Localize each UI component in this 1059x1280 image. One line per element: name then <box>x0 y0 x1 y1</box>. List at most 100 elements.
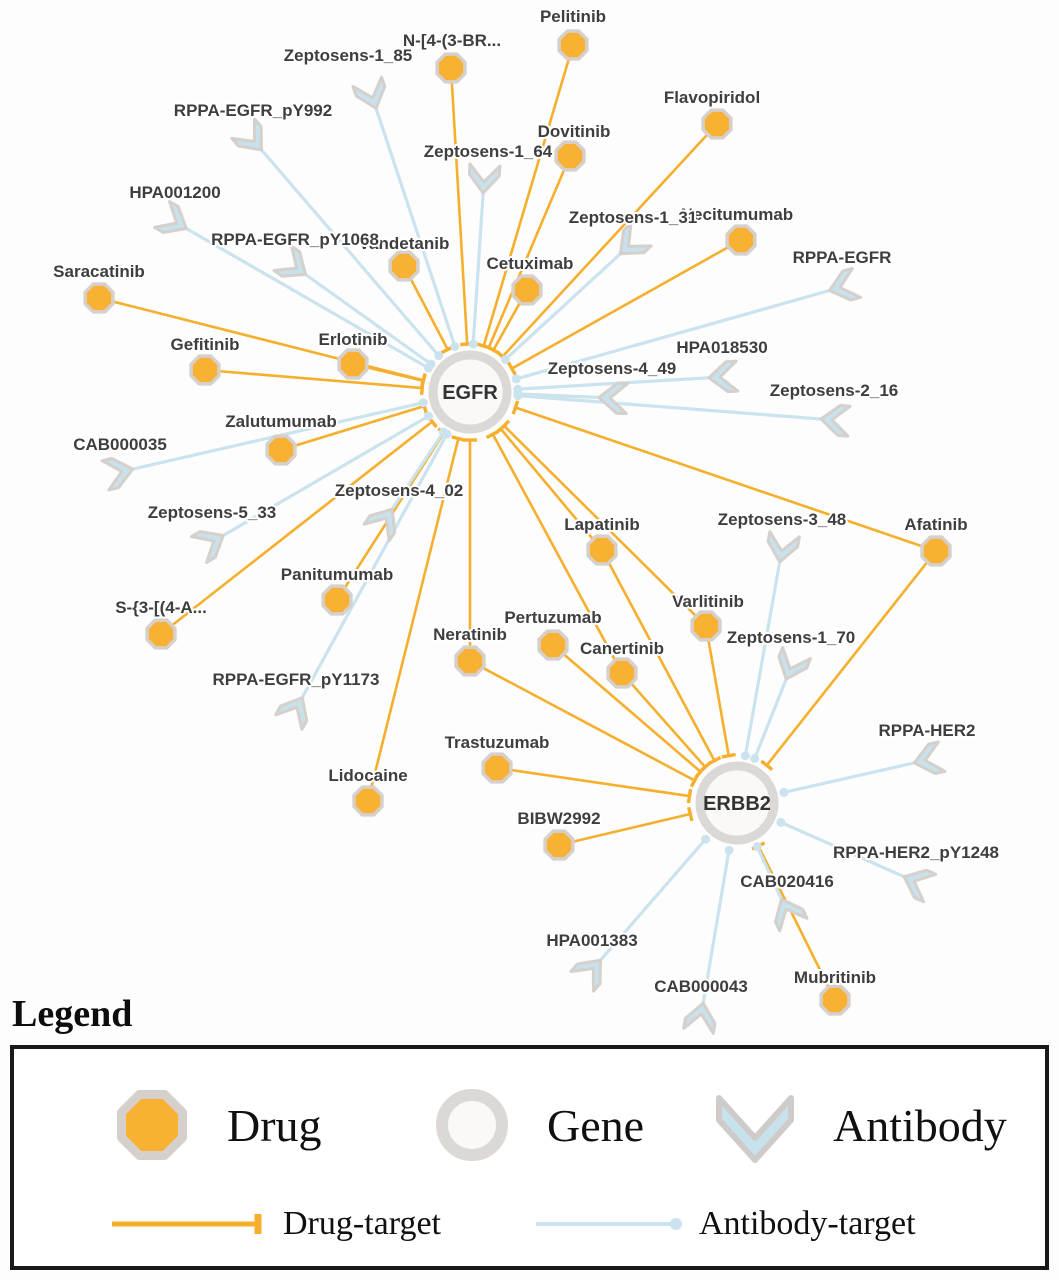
drug-node-Pelitinib[interactable] <box>557 29 589 61</box>
antibody-node-RPPA-HER2_pY1248[interactable] <box>898 863 938 904</box>
drug-target-edge <box>469 659 696 782</box>
drug-target-edge <box>501 123 718 358</box>
antibody-target-edge <box>699 850 731 1017</box>
drug-node-Cetuximab[interactable] <box>511 274 543 306</box>
antibody-node-Zeptosens-1_64[interactable] <box>467 162 502 195</box>
antibody-target-edge <box>174 220 430 370</box>
node-layer <box>83 29 952 1035</box>
antibody-target-edge <box>383 431 445 521</box>
antibody-target-edge <box>783 758 928 794</box>
legend-antibody-label: Antibody <box>833 1099 1007 1151</box>
label-layer: PelitinibN-[4-(3-BR...FlavopiridolDoviti… <box>51 5 1001 998</box>
antibody-node-Zeptosens-3_48[interactable] <box>765 530 801 565</box>
drug-target-edge <box>496 766 690 798</box>
antibody-target-dot <box>426 359 436 369</box>
drug-node-Gefitinib[interactable] <box>189 354 221 386</box>
antibody-node-Zeptosens-1_85[interactable] <box>351 75 390 113</box>
antibody-node-Zeptosens-2_16[interactable] <box>819 403 852 438</box>
drug-node-Canertinib[interactable] <box>606 657 638 689</box>
drug-target-edge <box>621 672 707 768</box>
antibody-target-dot <box>500 355 510 365</box>
drug-target-tee <box>497 419 511 432</box>
legend-title: Legend <box>12 993 133 1035</box>
drug-node-Afatinib[interactable] <box>920 535 952 567</box>
antibody-node-HPA001383[interactable] <box>569 950 612 993</box>
drug-node-Trastuzumab[interactable] <box>481 752 513 784</box>
antibody-node-RPPA-EGFR_pY1173[interactable] <box>274 690 316 731</box>
antibody-node-Zeptosens-4_02[interactable] <box>362 501 404 543</box>
drug-target-edge <box>511 238 742 370</box>
node-label: CAB020416 <box>740 872 834 891</box>
antibody-target-edge <box>471 179 486 345</box>
antibody-node-HPA018530[interactable] <box>707 359 740 394</box>
drug-target-edge <box>449 67 469 345</box>
legend-item-drug: Drug <box>109 1082 429 1168</box>
antibody-node-RPPA-HER2[interactable] <box>911 740 947 777</box>
legend-node-types-row: Drug Gene Antibody <box>14 1075 1045 1175</box>
antibody-target-dot <box>513 391 523 401</box>
node-label: RPPA-EGFR_pY992 <box>174 101 332 120</box>
node-label: RPPA-HER2 <box>879 721 976 740</box>
drug-node-S-{3-[(4-A...[interactable] <box>145 618 177 650</box>
node-label: Trastuzumab <box>445 733 550 752</box>
gene-node-EGFR[interactable] <box>428 350 512 434</box>
antibody-node-CAB020416[interactable] <box>768 893 809 933</box>
antibody-target-dot <box>750 753 760 763</box>
antibody-target-edge <box>370 95 457 347</box>
antibody-target-dot <box>442 429 452 439</box>
gene-circle-icon <box>436 1089 508 1161</box>
drug-target-edge <box>280 404 425 452</box>
node-label: Zeptosens-2_16 <box>770 381 899 400</box>
drug-node-Saracatinib[interactable] <box>83 282 115 314</box>
drug-node-N-[4-(3-BR...[interactable] <box>435 52 467 84</box>
antibody-target-dot <box>450 341 460 351</box>
node-label: CAB000035 <box>73 435 167 454</box>
node-label: Saracatinib <box>53 262 145 281</box>
gene-node-ERBB2[interactable] <box>695 761 779 845</box>
antibody-target-dot <box>724 845 734 855</box>
drug-node-Necitumumab[interactable] <box>725 224 757 256</box>
drug-node-Varlitinib[interactable] <box>690 610 722 642</box>
antibody-node-CAB000043[interactable] <box>682 1001 718 1035</box>
drug-node-Flavopiridol[interactable] <box>701 108 733 140</box>
antibody-node-RPPA-EGFR[interactable] <box>825 266 863 304</box>
antibody-node-Zeptosens-4_49[interactable] <box>597 381 630 416</box>
drug-node-Lapatinib[interactable] <box>586 534 618 566</box>
drug-node-Pertuzumab[interactable] <box>537 629 569 661</box>
drug-node-Panitumumab[interactable] <box>321 584 353 616</box>
antibody-target-dot <box>740 751 750 761</box>
drug-node-Mubritinib[interactable] <box>819 984 851 1016</box>
antibody-target-dot <box>468 339 478 349</box>
drug-target-edge <box>499 428 603 551</box>
antibody-node-HPA001200[interactable] <box>153 200 194 242</box>
antibody-node-CAB000035[interactable] <box>100 454 136 492</box>
node-label: Zeptosens-4_02 <box>335 481 464 500</box>
node-label: RPPA-EGFR <box>793 248 892 267</box>
antibody-target-edge <box>590 838 707 972</box>
antibody-node-Zeptosens-1_31[interactable] <box>610 222 653 265</box>
node-label: Lidocaine <box>328 766 407 785</box>
antibody-node-Zeptosens-5_33[interactable] <box>189 522 230 565</box>
drug-target-edge <box>160 420 434 636</box>
drug-target-edge <box>366 438 460 802</box>
drug-target-edge <box>515 406 937 553</box>
drug-node-Dovitinib[interactable] <box>554 140 586 172</box>
antibody-node-RPPA-EGFR_pY992[interactable] <box>230 117 273 160</box>
antibody-node-Zeptosens-1_70[interactable] <box>772 646 812 685</box>
drug-node-Vandetanib[interactable] <box>388 250 420 282</box>
antibody-target-edge <box>753 666 793 759</box>
drug-node-Zalutumumab[interactable] <box>265 434 297 466</box>
node-label: CAB000043 <box>654 977 748 996</box>
antibody-target-dot <box>511 374 521 384</box>
drug-node-Lidocaine[interactable] <box>352 785 384 817</box>
antibody-node-RPPA-EGFR_pY1068[interactable] <box>272 244 314 287</box>
node-label: Zeptosens-5_33 <box>148 503 277 522</box>
drug-node-BIBW2992[interactable] <box>543 829 575 861</box>
drug-node-Neratinib[interactable] <box>454 645 486 677</box>
drug-target-tee <box>721 752 736 759</box>
antibody-target-edge <box>780 820 917 884</box>
antibody-target-dot <box>434 351 444 361</box>
legend-item-gene: Gene <box>429 1082 709 1168</box>
drug-node-Erlotinib[interactable] <box>337 348 369 380</box>
